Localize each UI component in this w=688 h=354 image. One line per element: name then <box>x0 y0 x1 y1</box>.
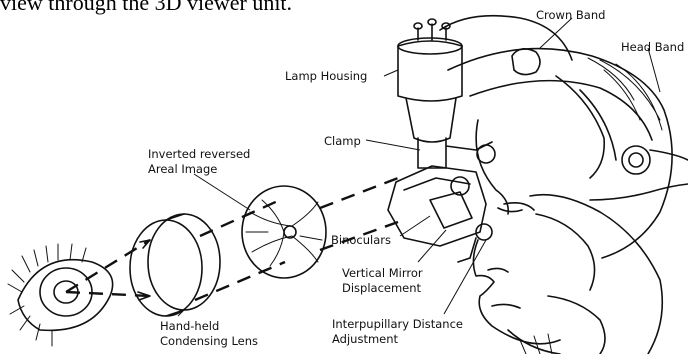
label-hand-held: Hand-held <box>160 319 219 333</box>
label-crown-band: Crown Band <box>536 8 605 22</box>
label-vertical-mirror: Vertical Mirror <box>342 266 423 280</box>
label-condensing-lens: Condensing Lens <box>160 334 258 348</box>
label-areal-image: Areal Image <box>148 162 217 176</box>
examiner-face <box>473 58 662 354</box>
label-adjustment: Adjustment <box>332 332 398 346</box>
label-interpupillary: Interpupillary Distance <box>332 317 463 331</box>
label-displacement: Displacement <box>342 281 421 295</box>
patient-eye <box>8 244 113 346</box>
label-clamp: Clamp <box>324 134 361 148</box>
label-binoculars: Binoculars <box>331 233 391 247</box>
aerial-image <box>242 186 326 278</box>
label-inverted-reversed: Inverted reversed <box>148 147 250 161</box>
condensing-lens <box>130 214 220 316</box>
label-head-band: Head Band <box>621 40 684 54</box>
lamp-housing <box>398 19 462 168</box>
label-lamp-housing: Lamp Housing <box>285 69 367 83</box>
